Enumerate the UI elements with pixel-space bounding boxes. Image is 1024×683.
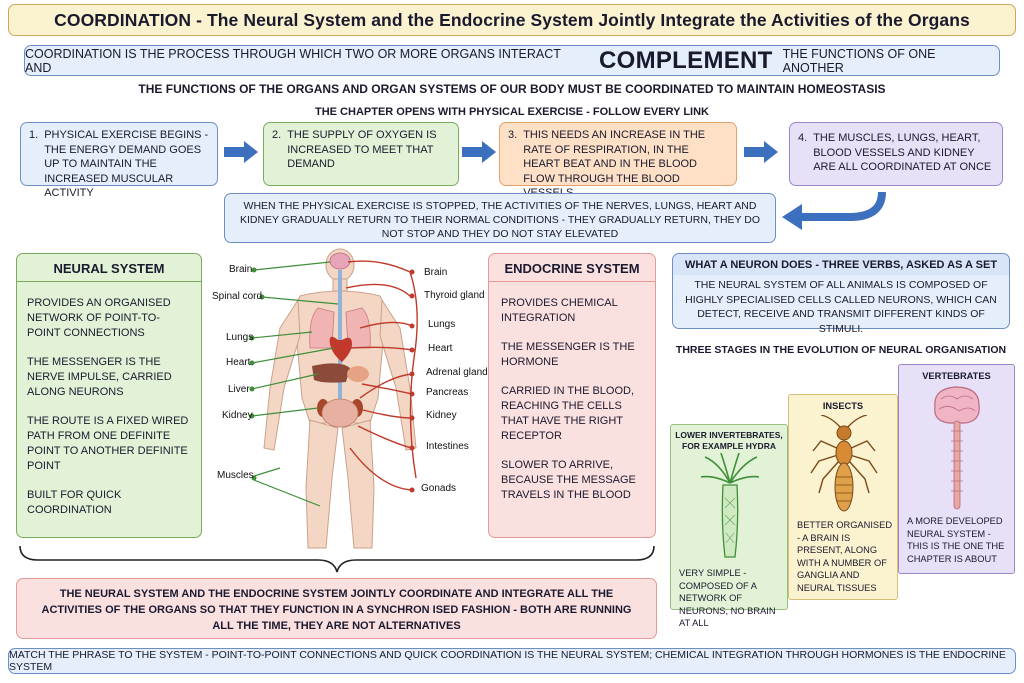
- step-number: 1.: [29, 129, 39, 141]
- stage-description: VERY SIMPLE - COMPOSED OF A NETWORK OF N…: [679, 568, 776, 628]
- hydra-icon: [700, 453, 760, 558]
- right-arrow-icon: [744, 141, 778, 163]
- insect-icon: [810, 415, 878, 512]
- stage-title: VERTEBRATES: [922, 371, 991, 381]
- step-text: THE SUPPLY OF OXYGEN IS INCREASED TO MEE…: [287, 129, 437, 170]
- neural-point: THE MESSENGER IS THE NERVE IMPULSE, CARR…: [27, 356, 172, 398]
- step-text: THIS NEEDS AN INCREASE IN THE RATE OF RE…: [523, 129, 706, 199]
- label-thyroid: Thyroid gland: [424, 290, 485, 301]
- human-body-icon: [249, 248, 418, 549]
- label-liver: Liver: [228, 384, 250, 395]
- neuron-heading: WHAT A NEURON DOES - THREE VERBS, ASKED …: [672, 253, 1010, 276]
- label-pancreas: Pancreas: [426, 387, 469, 398]
- endocrine-point: THE MESSENGER IS THE HORMONE: [501, 341, 635, 368]
- vertebrate-brain-spine-icon: [934, 386, 980, 510]
- joint-coordination-box: THE NEURAL SYSTEM AND THE ENDOCRINE SYST…: [16, 578, 657, 639]
- page-title: COORDINATION - The Neural System and the…: [54, 9, 970, 30]
- curly-brace-icon: [19, 545, 655, 573]
- endocrine-point: SLOWER TO ARRIVE, BECAUSE THE MESSAGE TR…: [501, 459, 636, 501]
- label-heart-hormone: Heart: [428, 343, 453, 354]
- label-kidney-hormone: Kidney: [426, 410, 457, 421]
- label-spinal-cord: Spinal cord: [212, 291, 263, 302]
- label-brain-hormone: Brain: [424, 267, 448, 278]
- endocrine-point: CARRIED IN THE BLOOD, REACHING THE CELLS…: [501, 385, 635, 442]
- step-1: 1. PHYSICAL EXERCISE BEGINS - THE ENERGY…: [20, 122, 218, 199]
- right-arrow-icon: [462, 141, 496, 163]
- step-4: 4. THE MUSCLES, LUNGS, HEART, BLOOD VESS…: [789, 122, 1003, 186]
- label-brain-nerve: Brain: [229, 264, 253, 275]
- endocrine-heading: ENDOCRINE SYSTEM: [489, 254, 655, 282]
- label-kidney-nerve: Kidney: [222, 410, 253, 421]
- stage-description: A MORE DEVELOPED NEURAL SYSTEM - THIS IS…: [907, 516, 1005, 564]
- step-2: 2. THE SUPPLY OF OXYGEN IS INCREASED TO …: [263, 122, 459, 186]
- neuron-text: THE NEURAL SYSTEM OF ALL ANIMALS IS COMP…: [672, 275, 1010, 335]
- neural-system-panel: NEURAL SYSTEM PROVIDES AN ORGANISED NETW…: [16, 253, 202, 538]
- right-arrow-icon: [224, 141, 258, 163]
- evolution-heading: THREE STAGES IN THE EVOLUTION OF NEURAL …: [675, 344, 1007, 356]
- neural-point: PROVIDES AN ORGANISED NETWORK OF POINT-T…: [27, 297, 171, 339]
- neural-point: BUILT FOR QUICK COORDINATION: [27, 489, 122, 516]
- title-bar: COORDINATION - The Neural System and the…: [8, 4, 1016, 36]
- definition-emphasis: COMPLEMENT: [598, 46, 773, 74]
- label-lungs-nerve: Lungs: [226, 332, 254, 343]
- neural-point: THE ROUTE IS A FIXED WIRED PATH FROM ONE…: [27, 415, 189, 472]
- stage-title: LOWER INVERTEBRATES, FOR EXAMPLE HYDRA: [675, 430, 783, 451]
- step-text: PHYSICAL EXERCISE BEGINS - THE ENERGY DE…: [44, 129, 209, 199]
- evolution-stage-insects: INSECTS BETTER ORGANISED - A BRAIN IS PR…: [788, 394, 898, 600]
- return-to-normal-box: WHEN THE PHYSICAL EXERCISE IS STOPPED, T…: [224, 193, 776, 243]
- step-number: 2.: [272, 129, 282, 141]
- endocrine-point: PROVIDES CHEMICAL INTEGRATION: [501, 297, 618, 324]
- label-intestines: Intestines: [426, 441, 469, 452]
- step-number: 3.: [508, 129, 518, 141]
- label-adrenal: Adrenal gland: [426, 367, 488, 378]
- label-gonads: Gonads: [421, 483, 457, 494]
- step-3: 3. THIS NEEDS AN INCREASE IN THE RATE OF…: [499, 122, 737, 199]
- definition-banner: COORDINATION IS THE PROCESS THROUGH WHIC…: [24, 45, 1000, 76]
- return-arrow-icon: [782, 191, 886, 230]
- label-heart-nerve: Heart: [226, 357, 251, 368]
- stage-description: BETTER ORGANISED - A BRAIN IS PRESENT, A…: [797, 520, 893, 593]
- homeostasis-line: THE FUNCTIONS OF THE ORGANS AND ORGAN SY…: [138, 82, 886, 96]
- label-muscles: Muscles: [217, 470, 254, 481]
- label-lungs-hormone: Lungs: [428, 319, 456, 330]
- evolution-stage-hydra: LOWER INVERTEBRATES, FOR EXAMPLE HYDRA V…: [670, 424, 788, 628]
- footer-summary: MATCH THE PHRASE TO THE SYSTEM - POINT-T…: [8, 648, 1016, 674]
- step-number: 4.: [798, 132, 808, 144]
- stage-title: INSECTS: [822, 401, 864, 411]
- endocrine-system-panel: ENDOCRINE SYSTEM PROVIDES CHEMICAL INTEG…: [488, 253, 656, 538]
- chapter-line: THE CHAPTER OPENS WITH PHYSICAL EXERCISE…: [315, 106, 709, 118]
- step-text: THE MUSCLES, LUNGS, HEART, BLOOD VESSELS…: [813, 132, 992, 173]
- evolution-stage-vertebrates: VERTEBRATES A MORE DEVELOPED NEURAL SYST…: [898, 364, 1015, 574]
- definition-after: THE FUNCTIONS OF ONE ANOTHER: [782, 46, 936, 75]
- neural-heading: NEURAL SYSTEM: [17, 254, 201, 282]
- definition-before: COORDINATION IS THE PROCESS THROUGH WHIC…: [25, 46, 561, 75]
